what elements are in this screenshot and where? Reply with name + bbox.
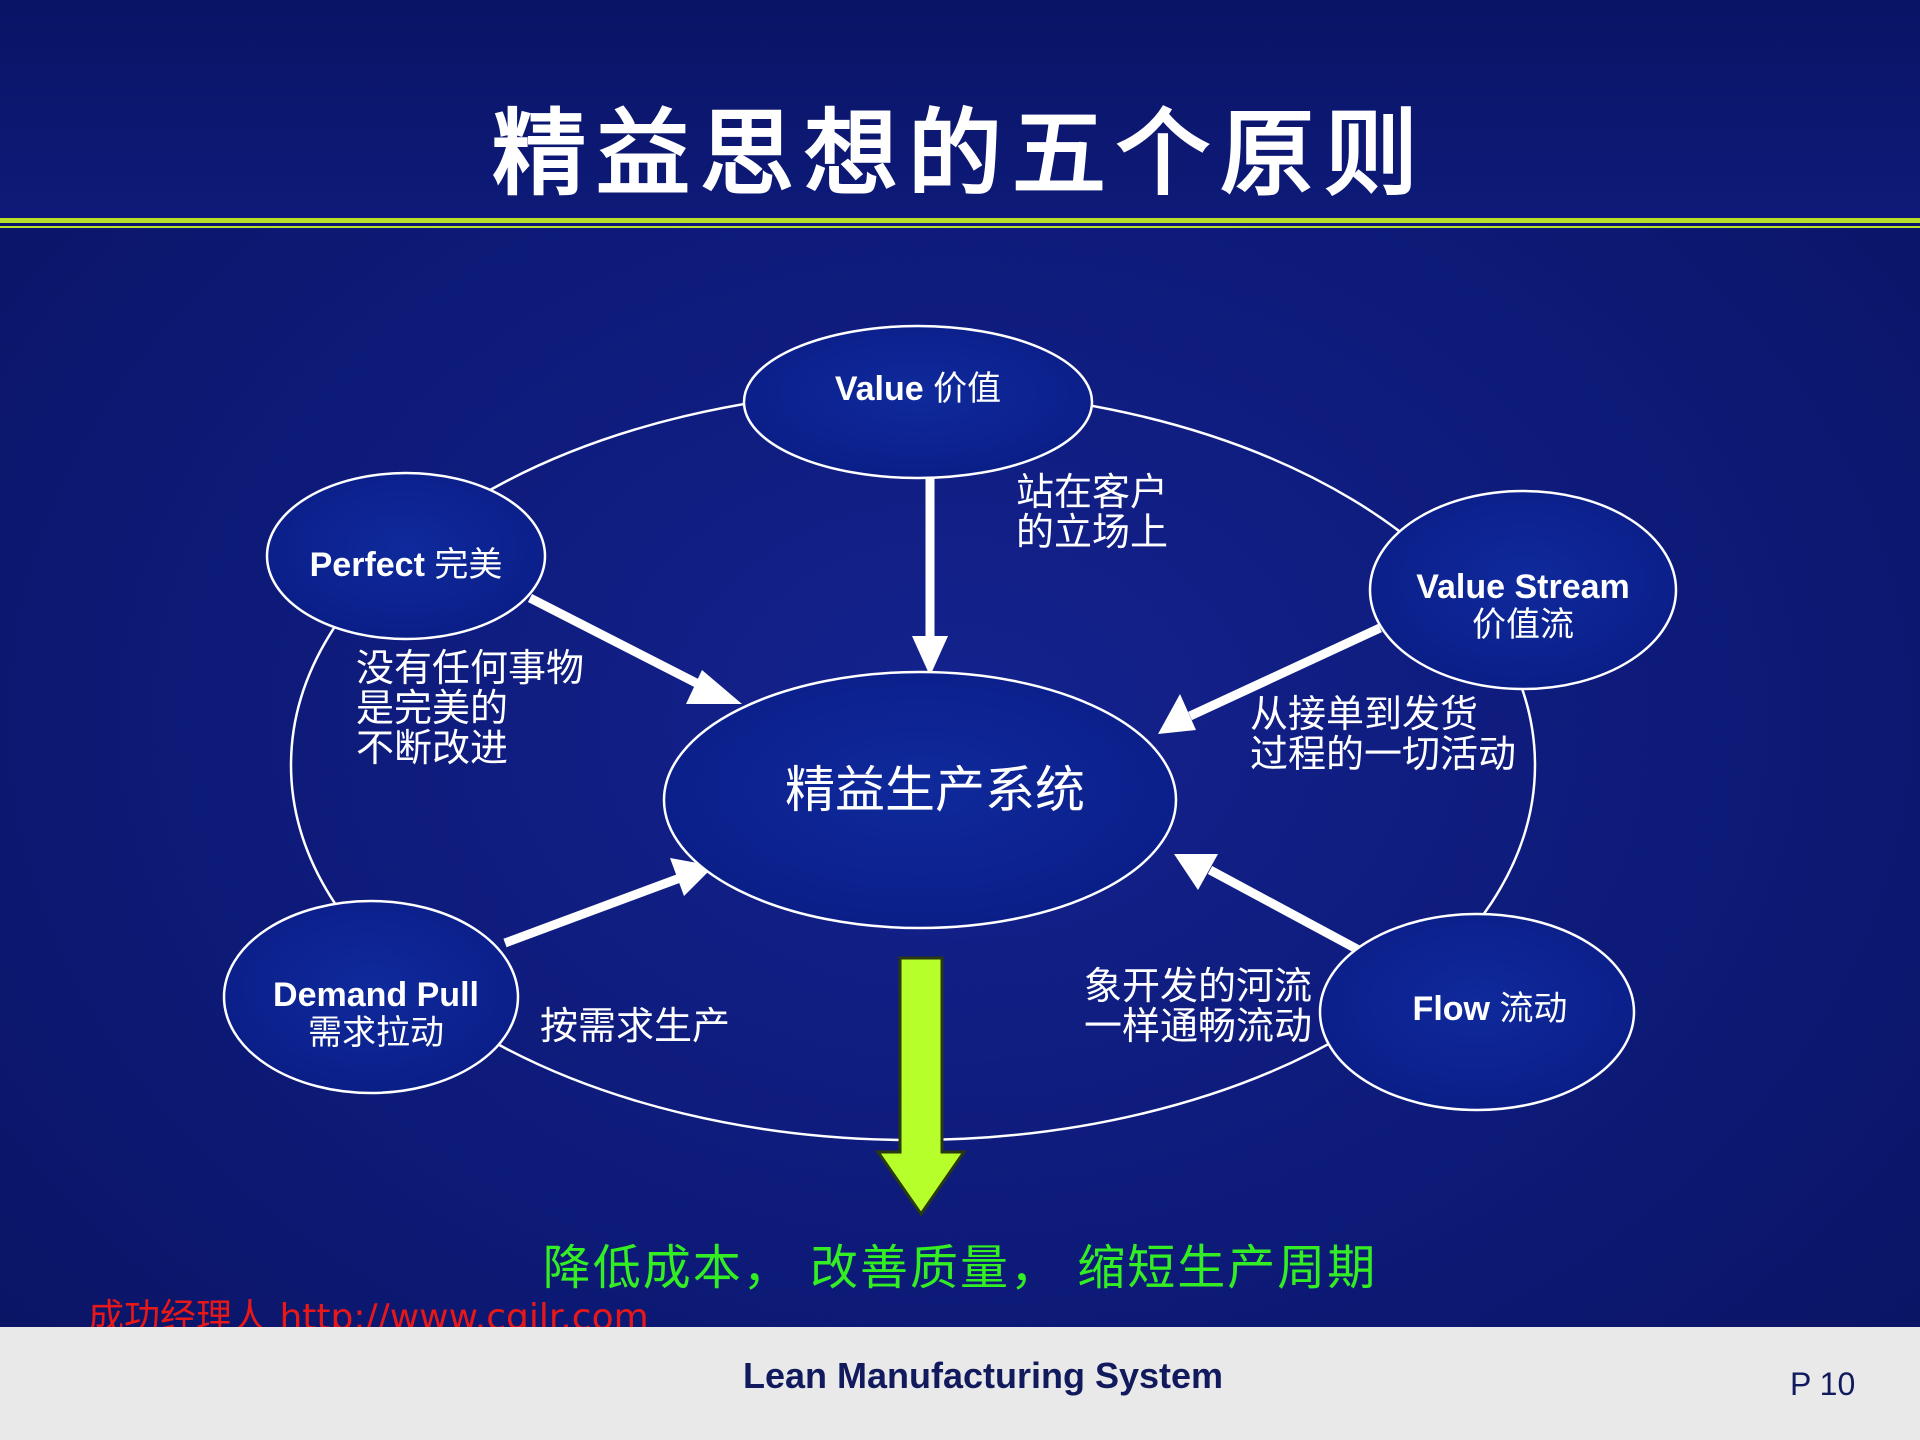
node-perfect-zh: 完美 bbox=[434, 545, 503, 585]
title-band bbox=[0, 0, 1920, 218]
page-title: 精益思想的五个原则 bbox=[491, 99, 1428, 209]
arrow-value-to-center bbox=[912, 478, 948, 676]
note-flow: 象开发的河流 一样通畅流动 bbox=[1084, 966, 1312, 1046]
note-perfect-line-2: 是完美的 bbox=[356, 686, 509, 730]
note-perfect: 没有任何事物 是完美的 不断改进 bbox=[356, 648, 584, 768]
note-value: 站在客户 的立场上 bbox=[1016, 472, 1168, 552]
node-flow-en: Flow bbox=[1412, 990, 1490, 1028]
node-flow-label: Flow 流动 bbox=[1340, 990, 1640, 1028]
note-value-stream: 从接单到发货 过程的一切活动 bbox=[1250, 694, 1516, 774]
node-center bbox=[662, 670, 1178, 930]
title-divider bbox=[0, 218, 1920, 223]
node-value-label: Value 价值 bbox=[748, 370, 1088, 408]
node-value-stream-zh: 价值流 bbox=[1472, 605, 1574, 645]
result-text: 降低成本， 改善质量， 缩短生产周期 bbox=[542, 1240, 1378, 1296]
node-value bbox=[742, 324, 1094, 480]
node-value-stream-label: Value Stream 价值流 bbox=[1373, 568, 1673, 644]
note-flow-line-2: 一样通畅流动 bbox=[1084, 1004, 1313, 1048]
node-demand-pull-zh: 需求拉动 bbox=[308, 1013, 444, 1053]
footer-title: Lean Manufacturing System bbox=[742, 1355, 1224, 1396]
result-arrow bbox=[875, 956, 967, 1217]
arrow-flow-to-center bbox=[1174, 854, 1371, 959]
note-value-line-1: 站在客户 bbox=[1016, 470, 1169, 514]
node-perfect-label: Perfect 完美 bbox=[266, 546, 546, 584]
center-label: 精益生产系统 bbox=[785, 761, 1085, 819]
note-demand-pull: 按需求生产 bbox=[540, 1004, 731, 1048]
node-demand-pull bbox=[222, 899, 520, 1095]
node-value-stream-en: Value Stream bbox=[1416, 568, 1630, 606]
note-perfect-line-3: 不断改进 bbox=[356, 726, 509, 770]
arrow-perfect-to-center bbox=[527, 593, 742, 704]
note-value-stream-line-1: 从接单到发货 bbox=[1250, 692, 1479, 736]
node-perfect-en: Perfect bbox=[309, 546, 425, 584]
title-divider-thin bbox=[0, 226, 1920, 228]
node-flow-zh: 流动 bbox=[1499, 989, 1568, 1029]
note-perfect-line-1: 没有任何事物 bbox=[356, 646, 585, 690]
node-demand-pull-en: Demand Pull bbox=[273, 976, 479, 1014]
arrow-valuestream-to-center bbox=[1158, 623, 1382, 734]
note-value-line-2: 的立场上 bbox=[1016, 510, 1169, 554]
node-value-en: Value bbox=[834, 370, 924, 408]
footer-bar bbox=[0, 1327, 1920, 1440]
node-value-stream bbox=[1368, 489, 1678, 691]
note-value-stream-line-2: 过程的一切活动 bbox=[1250, 732, 1517, 776]
node-value-zh: 价值 bbox=[933, 369, 1002, 409]
node-flow bbox=[1318, 912, 1636, 1112]
node-demand-pull-label: Demand Pull 需求拉动 bbox=[236, 976, 516, 1052]
page-number: P 10 bbox=[1790, 1366, 1856, 1402]
note-flow-line-1: 象开发的河流 bbox=[1084, 964, 1313, 1008]
arrow-demandpull-to-center bbox=[503, 858, 714, 948]
node-perfect bbox=[265, 471, 547, 641]
